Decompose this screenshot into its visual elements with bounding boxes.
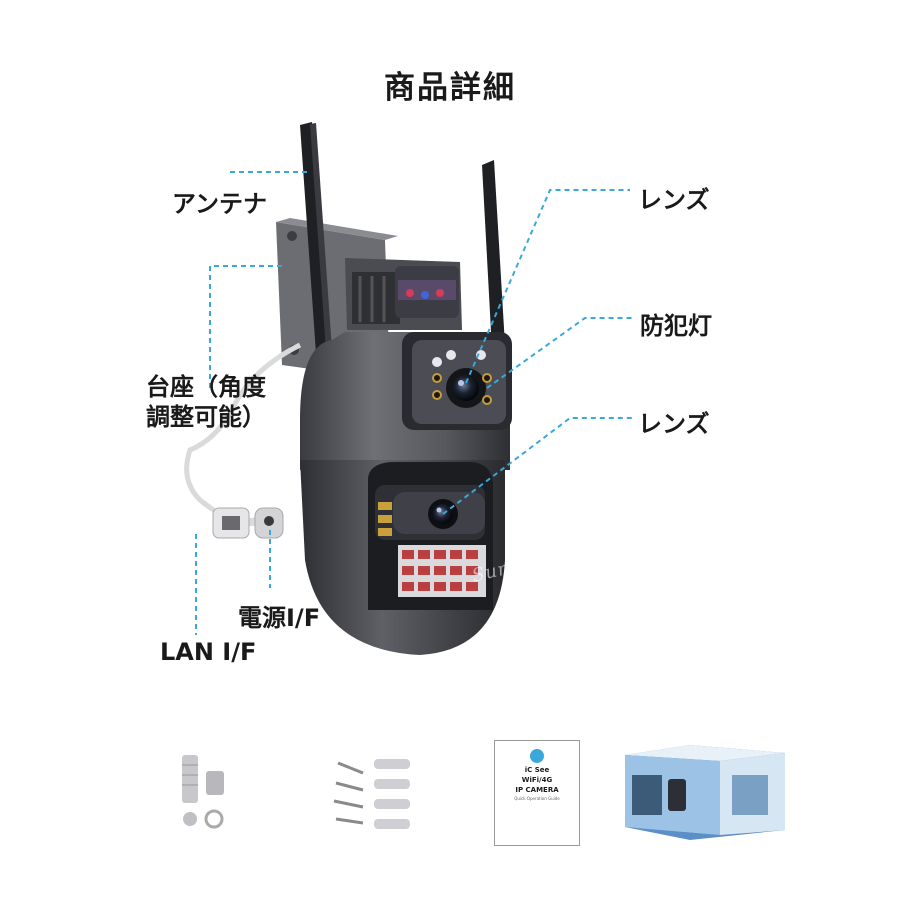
page-title: 商品詳細 (384, 70, 516, 106)
label-security-light: 防犯灯 (640, 312, 712, 340)
lower-lens-module (368, 462, 493, 610)
label-lan-interface: LAN I/F (160, 638, 257, 666)
manual-logo-icon (530, 749, 544, 763)
antenna-left (300, 122, 333, 368)
top-housing (345, 258, 462, 330)
label-lens-top: レンズ (638, 186, 710, 214)
manual-line2: WiFi/4G (521, 776, 553, 784)
label-lens-bottom: レンズ (638, 410, 710, 438)
cable-connector-icon (182, 755, 224, 829)
leader-lines (195, 171, 632, 635)
screw-anchor-set-icon (333, 759, 410, 829)
label-mount-line2: 調整可能） (146, 403, 266, 431)
label-mount-line1: 台座（角度 (146, 373, 266, 401)
manual-line3: IP CAMERA (515, 786, 559, 794)
manual-line4: Quick Operation Guide (514, 796, 560, 801)
product-box-icon (625, 745, 785, 840)
connectors (212, 507, 284, 539)
label-antenna: アンテナ (172, 190, 268, 218)
manual-line1: iC See (524, 766, 550, 774)
upper-lens-module (402, 332, 512, 430)
label-power-interface: 電源I/F (238, 604, 321, 632)
quick-guide-booklet-icon: iC See WiFi/4G IP CAMERA Quick Operation… (494, 740, 580, 846)
antenna-right (482, 160, 505, 350)
